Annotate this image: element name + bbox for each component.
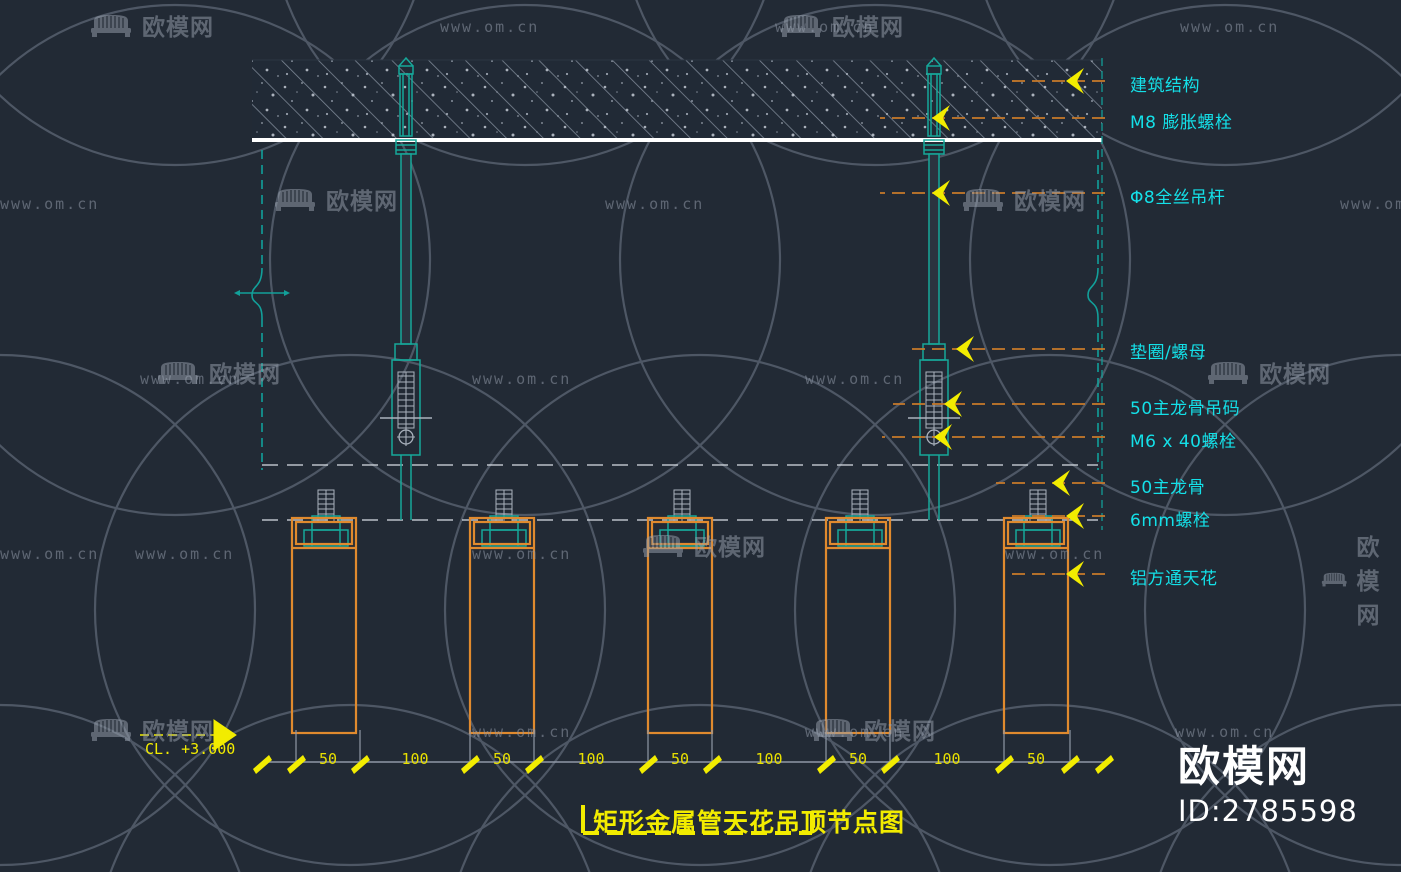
dimension-tick <box>253 755 272 774</box>
annotation-label-alu-baffle: 铝方通天花 <box>1130 569 1218 589</box>
dimension-tick <box>461 755 480 774</box>
annotation-label-main-runner: 50主龙骨 <box>1130 478 1206 498</box>
title-underline <box>581 805 814 835</box>
dimension-value: 100 <box>577 750 605 768</box>
annotation-label-structure: 建筑结构 <box>1130 76 1200 96</box>
baffle-panel <box>824 489 892 735</box>
dimension-tick <box>1061 755 1080 774</box>
baffle-panel <box>1002 489 1070 735</box>
drawing-title: 矩形金属管天花吊顶节点图 <box>593 808 906 837</box>
break-line-left <box>234 150 290 470</box>
dimension-tick <box>351 755 370 774</box>
dimension-value: 100 <box>401 750 429 768</box>
dimension-line <box>253 730 1114 774</box>
leader-arrow-icon <box>1066 503 1084 529</box>
leader-arrow-icon <box>944 391 962 417</box>
leader-main-hanger <box>893 391 1105 417</box>
dimension-tick <box>1095 755 1114 774</box>
dimension-tick <box>639 755 658 774</box>
dimension-tick <box>287 755 306 774</box>
annotation-label-m6x40-bolt: M6 x 40螺栓 <box>1130 432 1237 452</box>
dimension-value: 100 <box>933 750 961 768</box>
leader-arrow-icon <box>1066 68 1084 94</box>
dimension-value: 50 <box>492 750 512 768</box>
annotation-label-washer-nut: 垫圈/螺母 <box>1130 343 1207 363</box>
annotation-label-phi8-rod: Φ8全丝吊杆 <box>1130 188 1226 208</box>
dimension-value: 50 <box>1026 750 1046 768</box>
dimension-value: 50 <box>848 750 868 768</box>
leader-structure <box>1010 68 1105 94</box>
leader-arrow-icon <box>932 105 950 131</box>
annotation-label-m8-anchor: M8 膨胀螺栓 <box>1130 113 1233 133</box>
structural-slab <box>252 59 1102 142</box>
dimension-tick <box>703 755 722 774</box>
dimension-tick <box>995 755 1014 774</box>
leader-arrow-icon <box>1052 470 1070 496</box>
leader-arrow-icon <box>956 336 974 362</box>
dimension-value: 100 <box>755 750 783 768</box>
dimension-value: 50 <box>318 750 338 768</box>
baffle-panel <box>468 489 536 735</box>
hanger-assembly <box>380 56 432 520</box>
leader-6mm-bolt <box>1010 503 1105 529</box>
leader-m6x40-bolt <box>882 424 1105 450</box>
dimension-value: 50 <box>670 750 690 768</box>
elevation-label: CL. +3.000 <box>145 740 236 758</box>
dimension-tick <box>817 755 836 774</box>
dimension-tick <box>525 755 544 774</box>
annotation-label-main-hanger: 50主龙骨吊码 <box>1130 399 1241 419</box>
leader-arrow-icon <box>1066 561 1084 587</box>
leader-arrow-icon <box>934 424 952 450</box>
hanger-assembly <box>908 56 960 520</box>
leader-arrow-icon <box>932 180 950 206</box>
dimension-tick <box>881 755 900 774</box>
break-line-right <box>1087 150 1099 470</box>
elevation-marker <box>140 719 237 751</box>
leader-main-runner <box>996 470 1105 496</box>
leader-alu-baffle <box>1010 561 1105 587</box>
leader-m8-anchor <box>880 105 1105 131</box>
ceiling-panels <box>290 489 1070 735</box>
annotation-label-6mm-bolt: 6mm螺栓 <box>1130 511 1211 531</box>
leader-washer-nut <box>905 336 1105 362</box>
baffle-panel <box>290 489 358 735</box>
annotation-leaders <box>880 68 1105 587</box>
